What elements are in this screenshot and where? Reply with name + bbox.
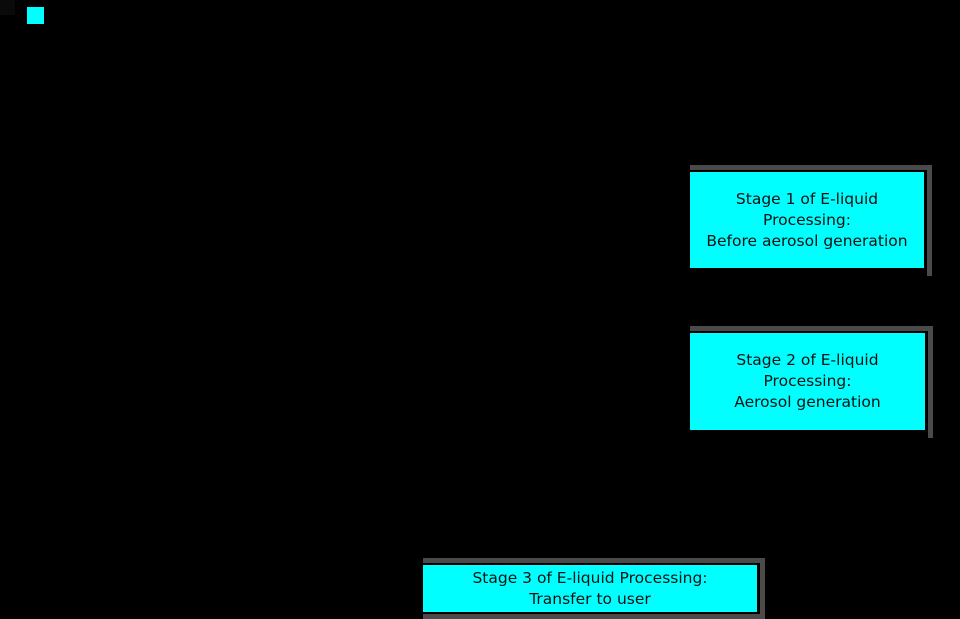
stage-2-box: Stage 2 of E-liquid Processing: Aerosol … (690, 326, 933, 438)
cyan-swatch (27, 7, 44, 24)
stage-1-label: Stage 1 of E-liquid Processing: Before a… (690, 172, 924, 268)
stage-1-box: Stage 1 of E-liquid Processing: Before a… (690, 165, 932, 276)
stage-3-box: Stage 3 of E-liquid Processing: Transfer… (423, 558, 765, 619)
stage-3-label: Stage 3 of E-liquid Processing: Transfer… (423, 565, 757, 612)
stage-2-label: Stage 2 of E-liquid Processing: Aerosol … (690, 333, 925, 430)
corner-dark-square (0, 0, 15, 15)
